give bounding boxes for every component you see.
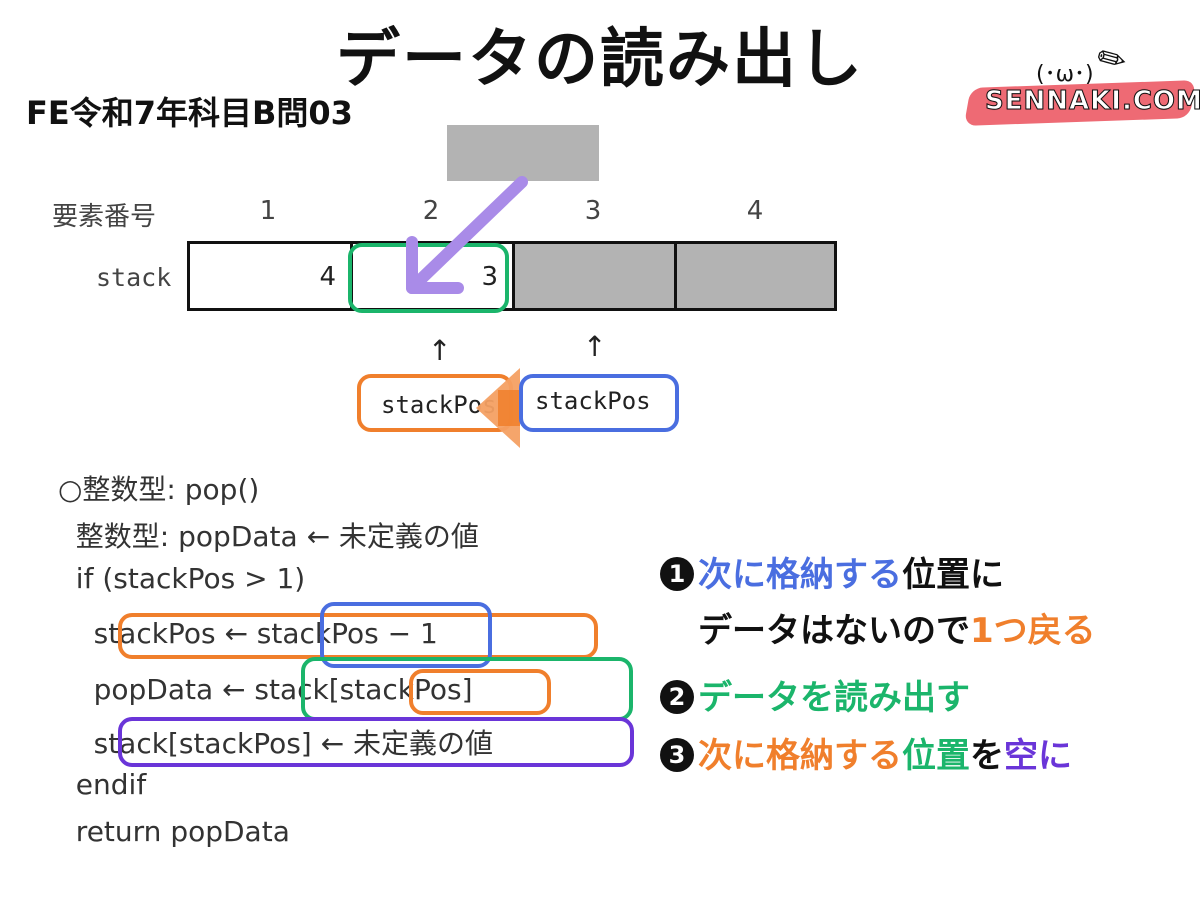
step-2-text: データを読み出す [698, 678, 970, 718]
code-line-2: 整数型: popData ← 未定義の値 [58, 520, 479, 553]
stackpos-label-new: stackPos [381, 391, 497, 419]
step-1-no-data: データはないので [698, 611, 970, 651]
step-3-position: 位置 [902, 736, 970, 776]
highlight-clear-line [118, 717, 634, 767]
read-value-block [447, 125, 599, 181]
index-4: 4 [746, 196, 764, 226]
index-header-label: 要素番号 [52, 202, 157, 232]
index-2: 2 [422, 196, 440, 226]
code-line-6: stack[stackPos] ← 未定義の値 [58, 727, 493, 760]
code-line-8: return popData [58, 815, 290, 848]
code-line-1: ○整数型: pop() [58, 473, 260, 506]
stack-cell-3 [512, 241, 677, 311]
explanation-step-1-line-2: データはないので1つ戻る [698, 603, 1096, 652]
stack-cell-1: 4 [187, 241, 353, 311]
stack-cell-1-value: 4 [319, 262, 336, 292]
stack-row-label: stack [96, 263, 172, 292]
code-line-4: stackPos ← stackPos − 1 [58, 617, 438, 650]
step-1-badge: 1 [660, 556, 694, 591]
code-line-7: endif [58, 768, 147, 801]
step-2-badge: 2 [660, 679, 694, 714]
stack-cell-2-value: 3 [481, 262, 498, 292]
stackpos-blue-box [519, 374, 679, 432]
pointer-arrow-new: ↑ [583, 330, 607, 363]
step-3-badge: 3 [660, 737, 694, 772]
pointer-arrow-old: ↑ [428, 334, 452, 367]
read-arrow-icon [406, 176, 528, 294]
code-line-5: popData ← stack[stackPos] [58, 673, 473, 706]
page-title: データの読み出し [336, 23, 864, 97]
step-3-clear: 空に [1004, 736, 1072, 776]
exam-subtitle: FE令和7年科目B問03 [26, 94, 353, 132]
logo-face-icon: (･ω･) [1036, 62, 1094, 87]
code-line-3: if (stackPos > 1) [58, 562, 306, 595]
logo-text: SENNAKI.COM [985, 86, 1200, 117]
step-3-particle: を [970, 736, 1004, 776]
step-1-move-back: 1つ戻る [970, 611, 1096, 651]
green-highlight-cell-2 [348, 243, 509, 313]
step-1-particle: に [970, 555, 1004, 595]
step-1-position: 位置 [902, 555, 970, 595]
stack-cell-4 [674, 241, 837, 311]
highlight-stackpos-index [409, 669, 551, 715]
stackpos-label-old: stackPos [535, 387, 651, 415]
move-back-arrow-icon [476, 368, 520, 448]
index-3: 3 [584, 196, 602, 226]
index-1: 1 [259, 196, 277, 226]
highlight-stackpos-operand [320, 602, 492, 668]
step-1-next-slot: 次に格納する [698, 555, 902, 595]
step-3-next-slot: 次に格納する [698, 736, 902, 776]
